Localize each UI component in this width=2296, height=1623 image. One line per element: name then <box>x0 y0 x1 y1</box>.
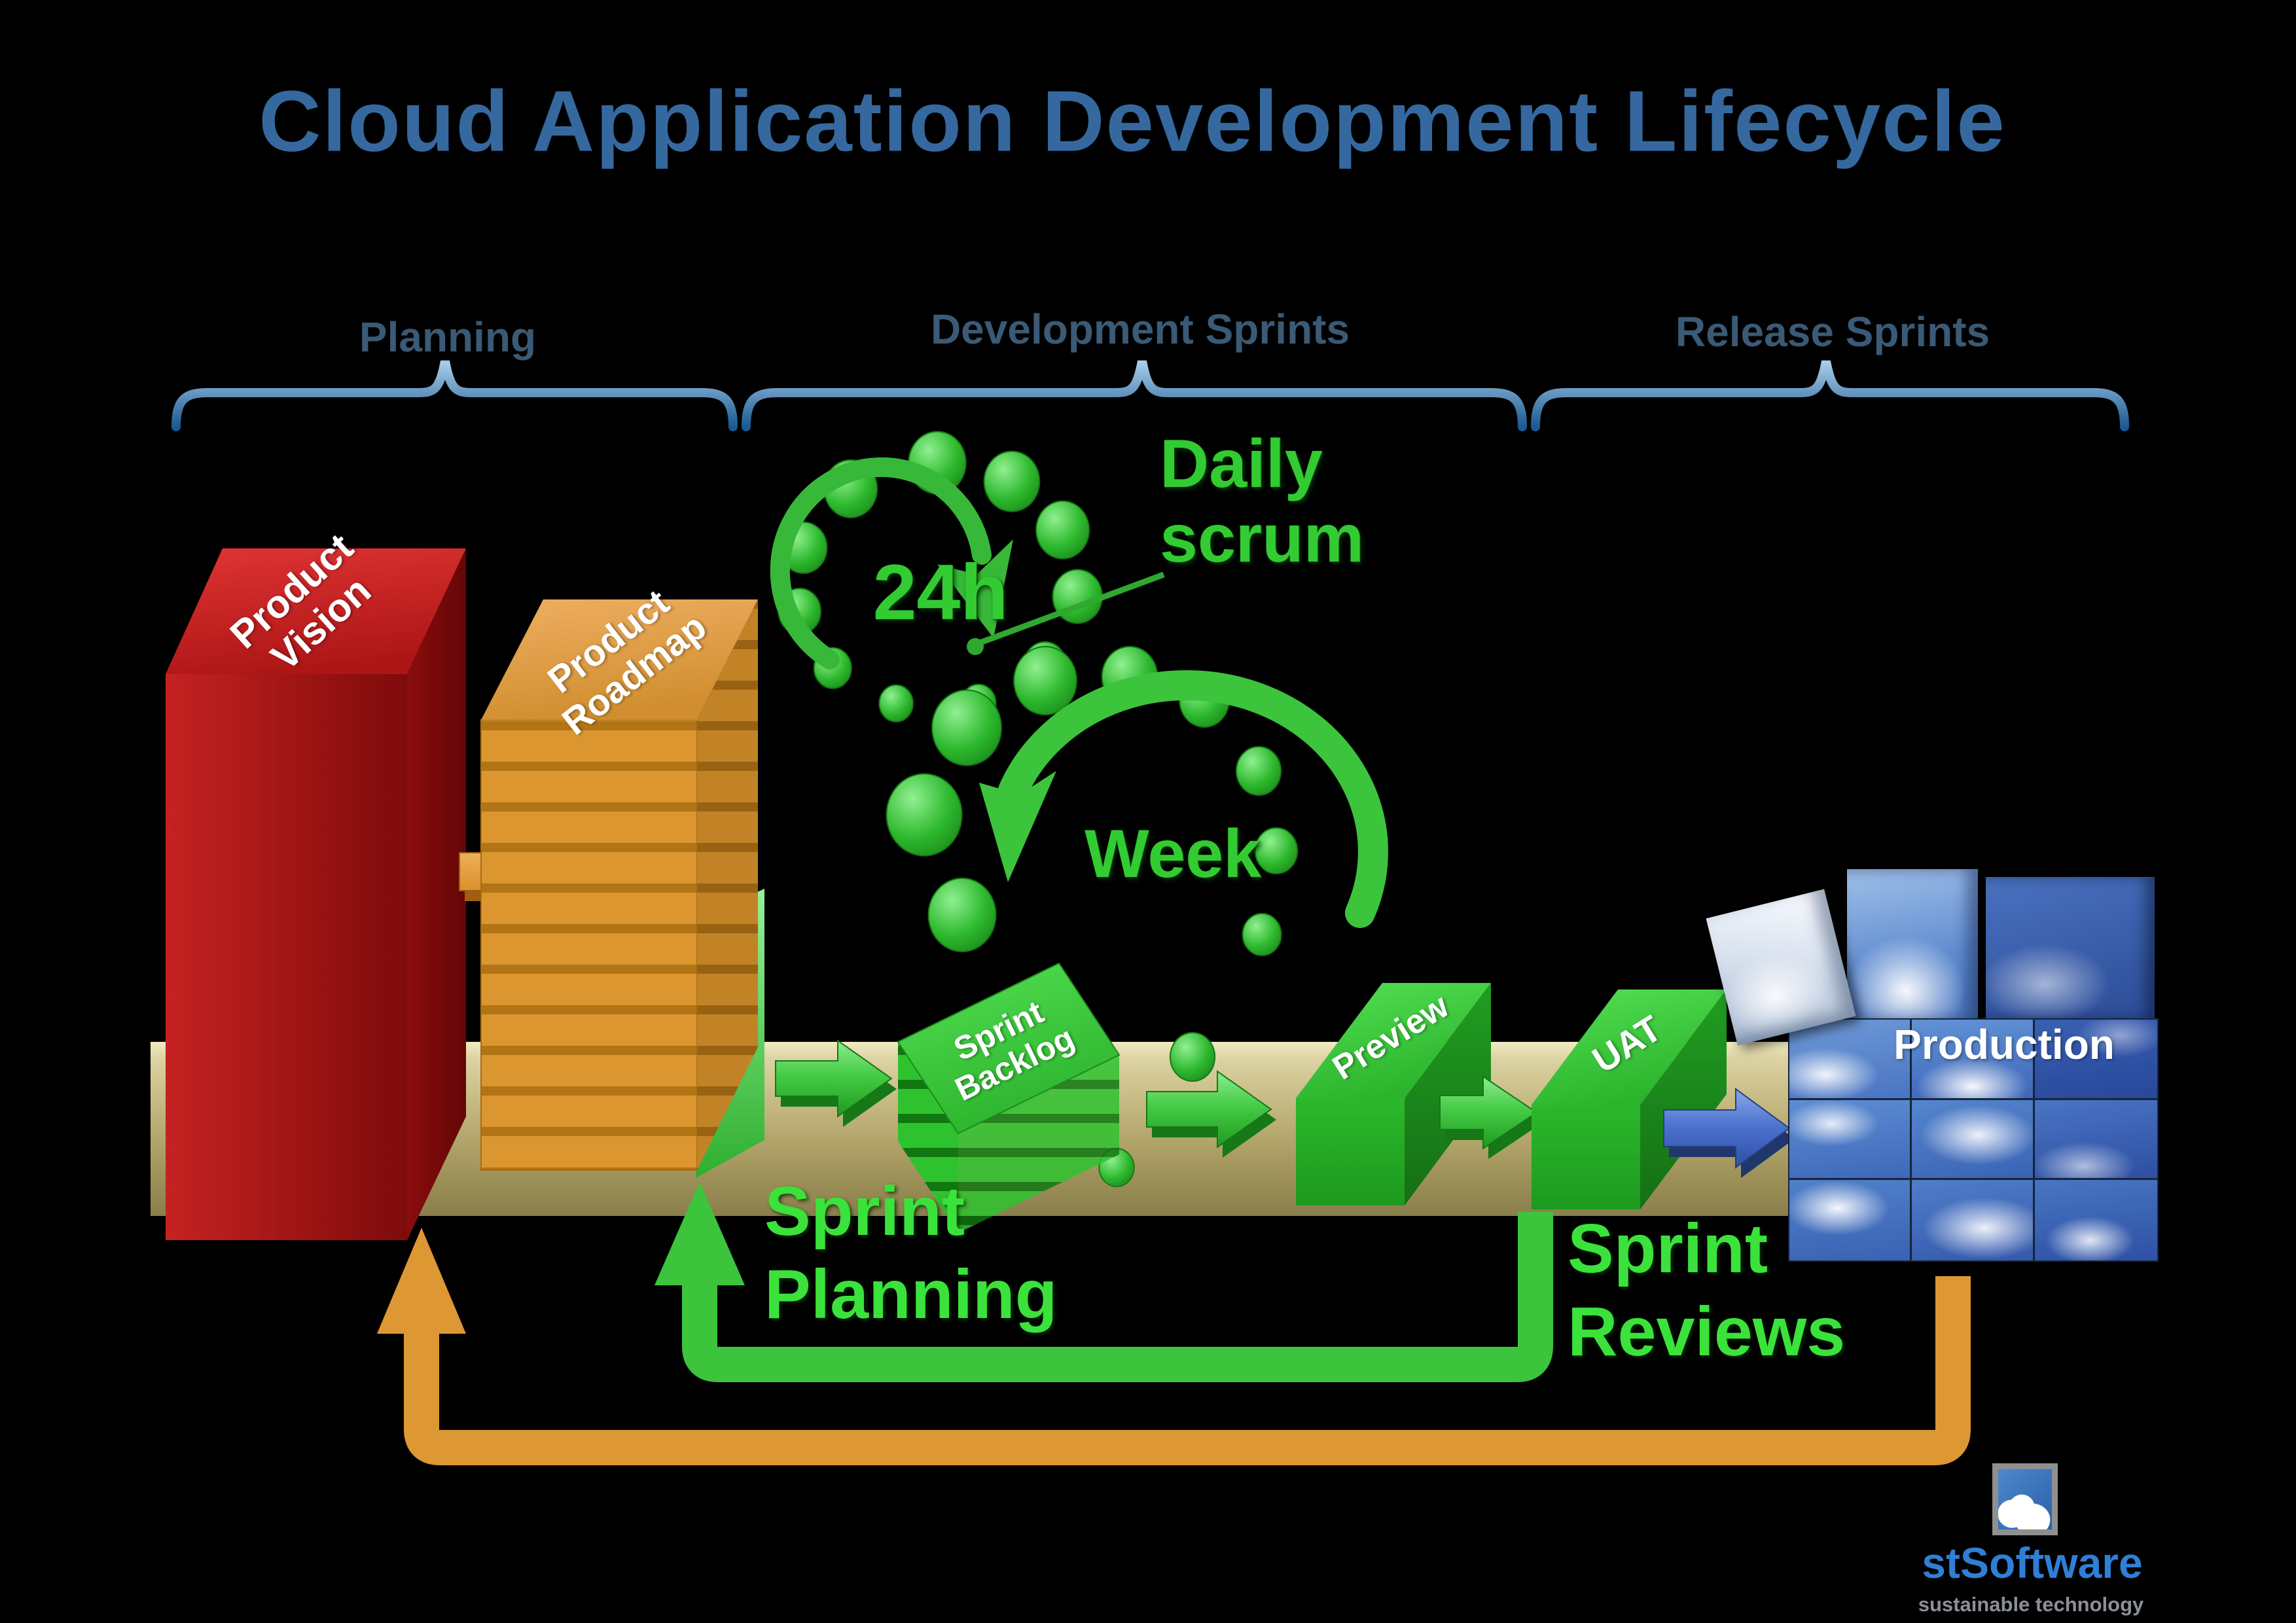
production-cell <box>2034 1020 2157 1100</box>
phase-label-planning: Planning <box>359 313 537 361</box>
production-cell <box>1912 1020 2035 1100</box>
production-cell <box>1789 1180 1912 1260</box>
daily-cycle-duration: 24h <box>872 548 1009 636</box>
planning-brace <box>171 360 738 431</box>
cycle-dot <box>1254 827 1299 874</box>
production-cube-right <box>1986 877 2155 1020</box>
stsoftware-cloud-icon <box>1992 1463 2058 1535</box>
flow-arrow-backlog-to-preview <box>1146 1070 1276 1158</box>
cycle-dot <box>1035 500 1090 560</box>
arrow-body <box>775 1039 893 1118</box>
uat-front-face <box>1532 1105 1640 1209</box>
phase-braces <box>171 360 2129 431</box>
daily-scrum-label: Daily scrum <box>1160 426 1365 577</box>
flow-arrow-roadmap-to-backlog <box>775 1039 897 1127</box>
production-cell <box>1789 1020 1912 1100</box>
sprint-backlog-front-face <box>898 1042 958 1233</box>
arrow-body <box>1663 1088 1791 1169</box>
production-cell <box>2034 1099 2157 1181</box>
sprint-backlog-block <box>897 962 1121 1233</box>
production-cell <box>2034 1180 2157 1260</box>
preview-top-face <box>1296 983 1491 1098</box>
phase-label-development-sprints: Development Sprints <box>930 306 1350 353</box>
sprint-planning-label: Sprint Planning <box>764 1173 1058 1334</box>
stsoftware-logo-tagline: sustainable technology <box>1918 1593 2144 1616</box>
weekly-cycle-duration: Week <box>1085 815 1261 892</box>
production-feedback-loop <box>377 1228 1971 1465</box>
daily-scrum-pointer <box>967 571 1165 655</box>
preview-side-face <box>1405 983 1491 1205</box>
cycle-dot <box>927 878 997 952</box>
production-cell <box>1912 1180 2035 1260</box>
product-roadmap-front-face <box>480 719 698 1171</box>
product-roadmap-top-face <box>481 599 758 720</box>
production-label: Production <box>1893 1021 2115 1069</box>
daily-cycle-arrow <box>770 457 1013 669</box>
uat-side-face <box>1640 990 1727 1209</box>
release-sprints-brace <box>1531 360 2129 431</box>
cycle-dot <box>1242 913 1282 956</box>
product-roadmap-side-face <box>697 599 758 1170</box>
uat-block <box>1532 990 1727 1209</box>
sprint-backlog-side-face <box>958 1055 1119 1233</box>
cycle-dot <box>931 689 1002 766</box>
product-vision-front-face <box>166 674 407 1240</box>
uat-to-production-arrow <box>1663 1088 1795 1178</box>
production-cube-back <box>1847 869 1978 1021</box>
weekly-cycle-arrow <box>979 670 1388 928</box>
sprint-backlog-top-face <box>897 962 1121 1135</box>
production-cell <box>1789 1099 1912 1181</box>
stsoftware-logo-name: stSoftware <box>1922 1539 2143 1587</box>
cycle-dot <box>1169 1032 1216 1082</box>
product-roadmap-block <box>480 599 758 1171</box>
product-vision-top-face <box>166 548 466 674</box>
preview-block <box>1296 983 1491 1205</box>
cycle-dot <box>878 684 914 722</box>
page-title: Cloud Application Development Lifecycle <box>259 73 2006 169</box>
product-vision-side-face <box>407 548 466 1240</box>
arrow-body <box>1439 1075 1538 1150</box>
cycle-dot <box>886 773 963 857</box>
phase-label-release-sprints: Release Sprints <box>1675 308 1990 355</box>
flow-arrow-preview-to-uat <box>1439 1075 1542 1159</box>
preview-front-face <box>1296 1098 1405 1205</box>
cycle-dot <box>983 450 1041 512</box>
production-cell <box>1912 1099 2035 1181</box>
sprint-reviews-loop <box>655 1182 1553 1382</box>
arrow-body <box>1146 1070 1272 1149</box>
product-vision-block <box>166 548 466 1240</box>
uat-top-face <box>1532 990 1727 1105</box>
production-cube-grid <box>1788 1018 2159 1262</box>
cycle-dot <box>1235 746 1282 796</box>
development-sprints-brace <box>742 360 1527 431</box>
cycle-dot <box>1013 646 1077 715</box>
sprint-reviews-label: Sprint Reviews <box>1568 1210 1846 1371</box>
